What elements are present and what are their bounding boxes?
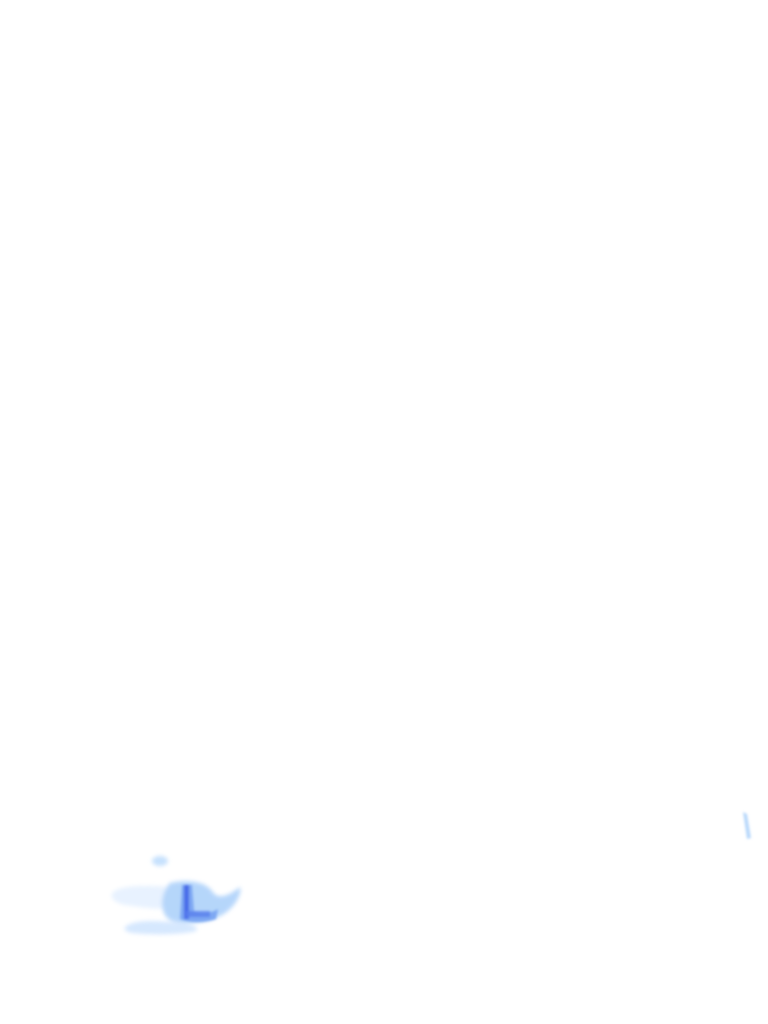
edge-stroke <box>743 812 751 839</box>
faint-blue-stroke <box>743 812 751 839</box>
smudge-horizontal-stroke <box>186 911 210 917</box>
smudge-top-speck <box>152 856 168 866</box>
smudge-lower-wisp <box>124 921 198 935</box>
blurred-blue-smudge <box>111 856 241 935</box>
smudge-core <box>180 885 218 922</box>
smudge-left-haze <box>111 885 180 909</box>
smudge-vertical-stroke <box>184 885 189 919</box>
smudge-body <box>162 881 241 923</box>
